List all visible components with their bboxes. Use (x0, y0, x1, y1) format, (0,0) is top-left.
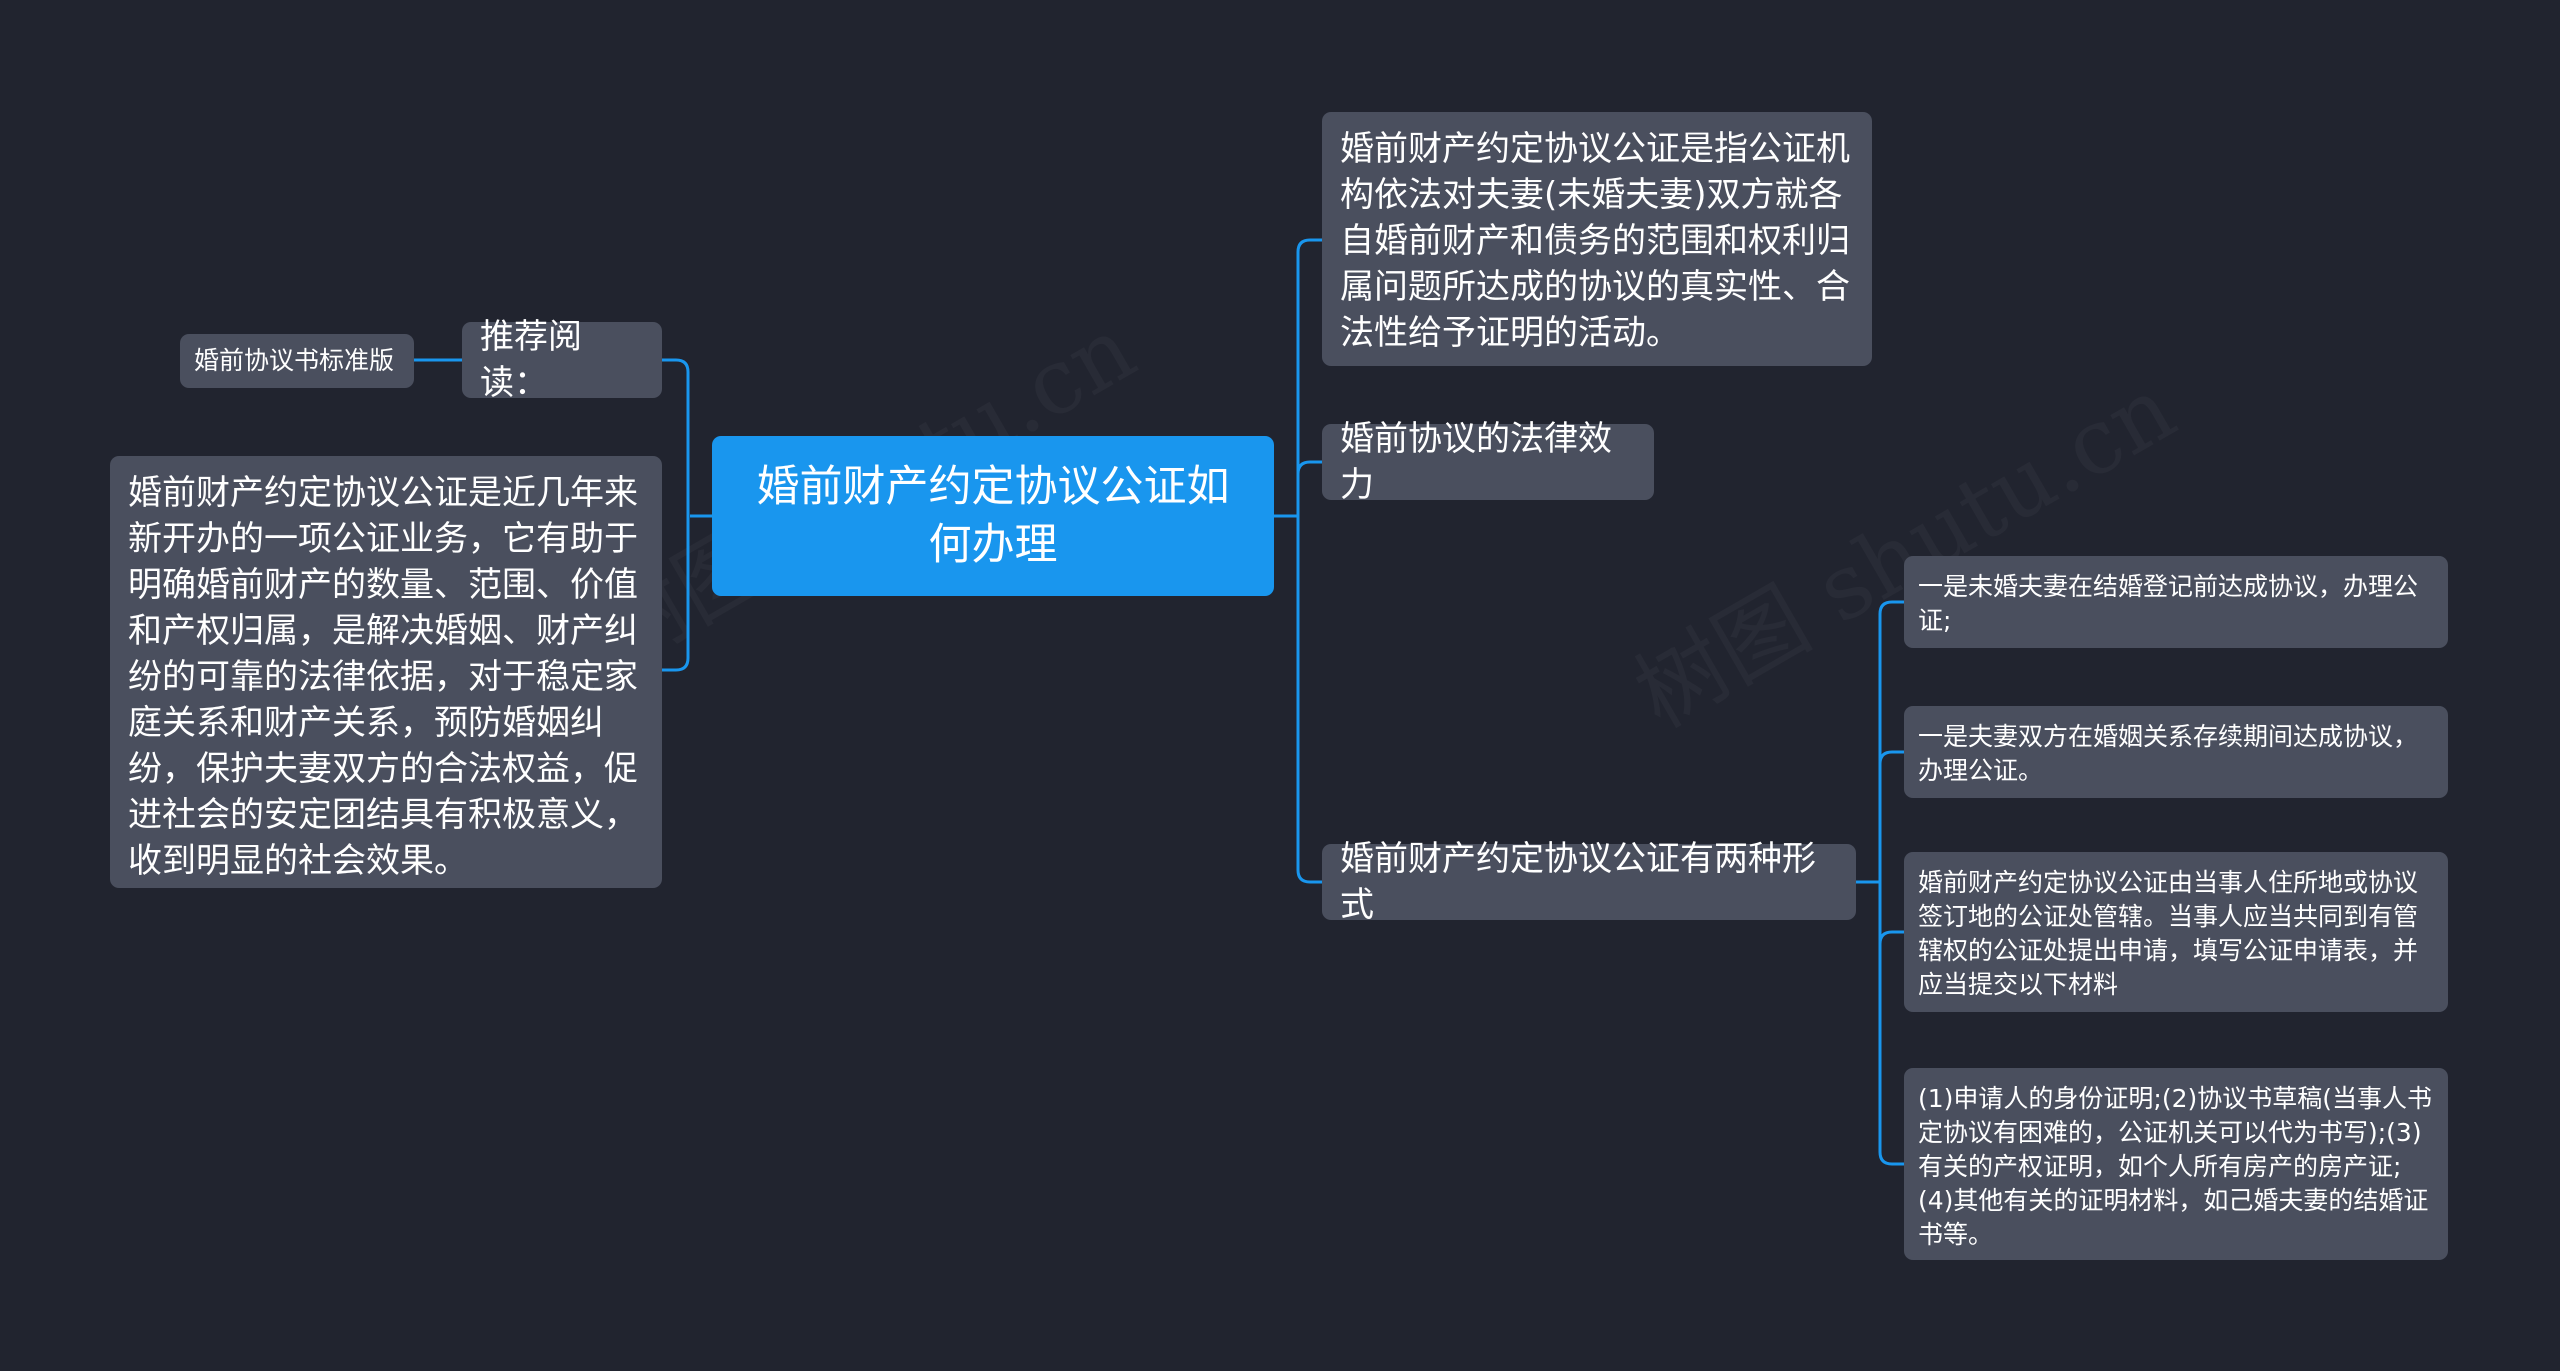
connector-left-trunk (662, 358, 690, 672)
connector-legal-effect (1296, 460, 1322, 475)
root-node[interactable]: 婚前财产约定协议公证如何办理 (712, 436, 1274, 596)
definition-node[interactable]: 婚前财产约定协议公证是指公证机构依法对夫妻(未婚夫妻)双方就各自婚前财产和债务的… (1322, 112, 1872, 366)
legal-effect-node[interactable]: 婚前协议的法律效力 (1322, 419, 1654, 505)
recommend-reading-link[interactable]: 婚前协议书标准版 (180, 334, 414, 388)
description-node[interactable]: 婚前财产约定协议公证是近几年来新开办的一项公证业务，它有助于明确婚前财产的数量、… (110, 456, 662, 888)
connector-form-child-2 (1878, 750, 1904, 765)
connector-right-trunk (1296, 238, 1322, 884)
two-forms-node[interactable]: 婚前财产约定协议公证有两种形式 (1322, 839, 1856, 925)
connector-forms-trunk (1878, 600, 1904, 1166)
form-child-node[interactable]: 一是未婚夫妻在结婚登记前达成协议，办理公证; (1904, 556, 2448, 648)
form-child-node[interactable]: (1)申请人的身份证明;(2)协议书草稿(当事人书定协议有困难的，公证机关可以代… (1904, 1068, 2448, 1260)
form-child-node[interactable]: 婚前财产约定协议公证由当事人住所地或协议签订地的公证处管辖。当事人应当共同到有管… (1904, 852, 2448, 1012)
connector-form-child-3 (1878, 930, 1904, 945)
recommend-reading-node[interactable]: 推荐阅读： (462, 317, 662, 403)
form-child-node[interactable]: 一是夫妻双方在婚姻关系存续期间达成协议，办理公证。 (1904, 706, 2448, 798)
